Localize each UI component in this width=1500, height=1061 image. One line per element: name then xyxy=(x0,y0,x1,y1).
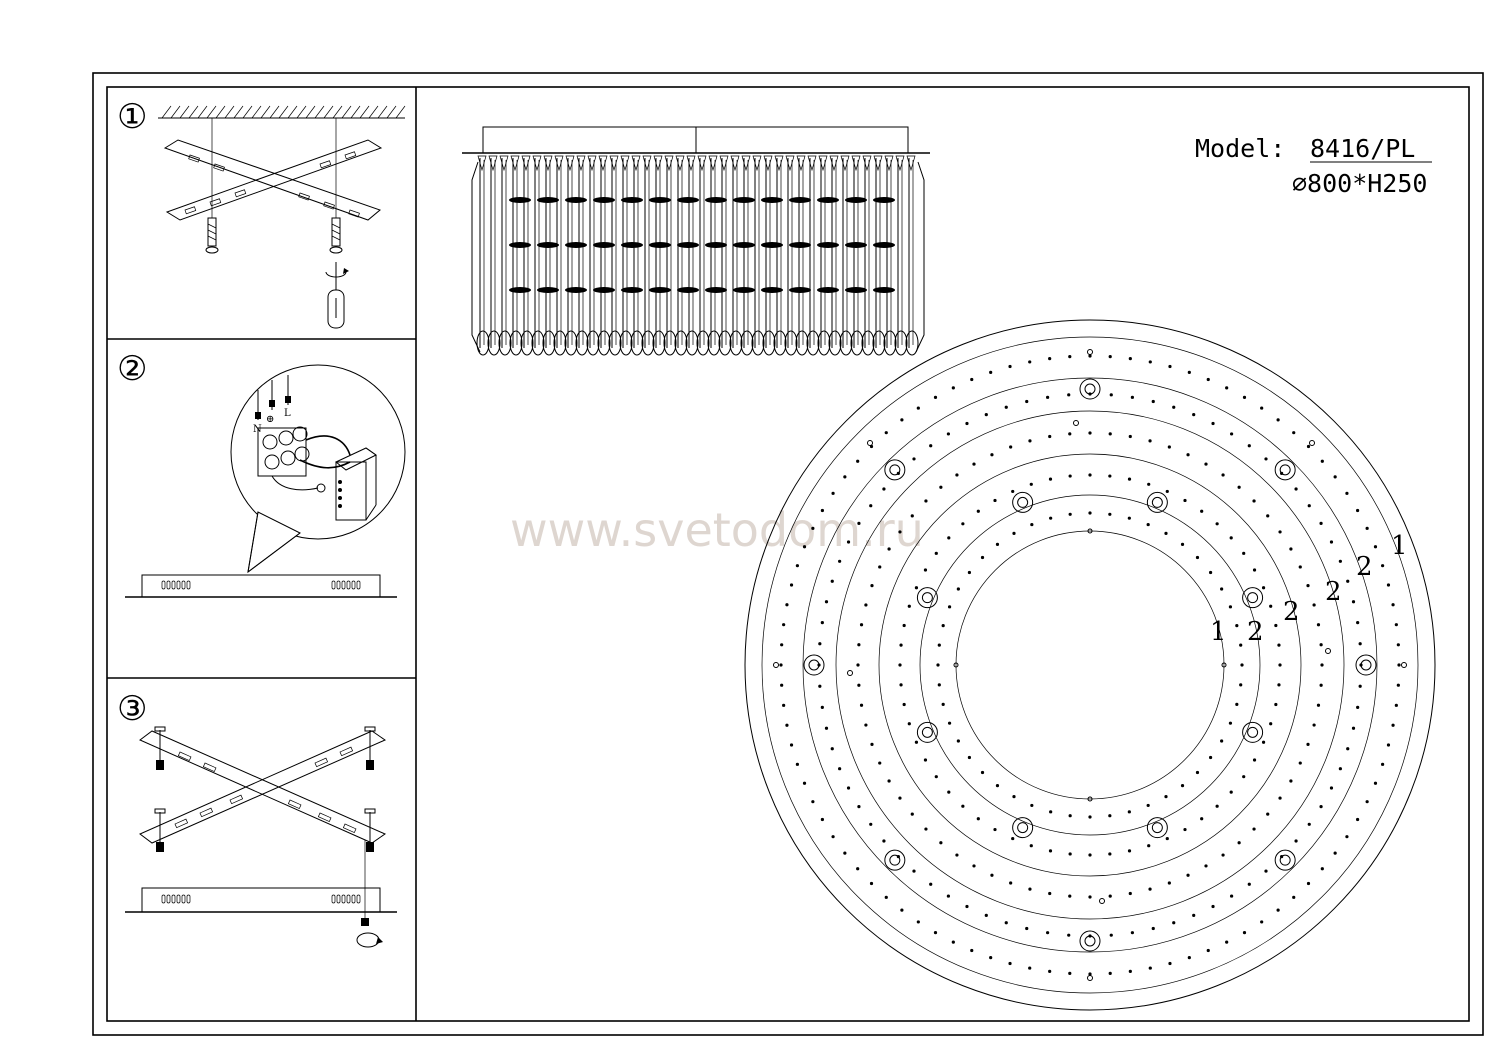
ceiling-hatch xyxy=(161,105,406,119)
screwdriver-icon xyxy=(325,262,349,329)
ring-number-2: 2 xyxy=(1247,617,1264,647)
step-1-illustration xyxy=(158,105,406,329)
canopy-plate xyxy=(141,574,381,598)
bracket-bar-d xyxy=(139,730,387,844)
bracket-bar-a xyxy=(163,139,382,221)
wire-live-label: L xyxy=(284,408,291,419)
inner-frame xyxy=(106,86,1470,1022)
plate-outer-ring xyxy=(744,319,1436,1011)
plate-inner-ring xyxy=(955,530,1225,800)
step-3-number: ③ xyxy=(117,689,147,729)
model-label: Model: xyxy=(1195,134,1285,163)
ring-number-4: 2 xyxy=(1325,577,1342,607)
bracket-bar-b xyxy=(165,139,383,221)
chandelier-side-view xyxy=(462,126,930,356)
bracket-bar-c xyxy=(139,730,387,844)
outer-frame xyxy=(92,72,1484,1036)
step-3-illustration xyxy=(125,726,397,948)
ring-number-6: 1 xyxy=(1391,531,1408,561)
mounting-plate-top-view xyxy=(744,319,1436,1011)
ring-number-5: 2 xyxy=(1356,552,1373,582)
terminal-block xyxy=(257,426,310,477)
plate-ring-4 xyxy=(835,410,1345,920)
ring-number-3: 2 xyxy=(1283,597,1300,627)
wiring-callout-circle xyxy=(230,364,406,540)
screw-left-icon xyxy=(205,217,219,254)
plate-ring-5 xyxy=(878,453,1302,877)
canopy-plate-3 xyxy=(141,887,381,913)
watermark: www.svetodom.ru xyxy=(510,503,924,557)
plate-ring-6 xyxy=(919,494,1261,836)
plate-ring-3 xyxy=(802,377,1378,953)
step-2-number: ② xyxy=(117,349,147,389)
plate-ring-2 xyxy=(761,336,1419,994)
model-dimensions: ⌀800*H250 xyxy=(1292,169,1427,198)
driver-box xyxy=(335,447,377,521)
step-2-illustration: N ⊕ L xyxy=(125,364,406,598)
ring-number-1: 1 xyxy=(1210,617,1227,647)
wire-earth-label: ⊕ xyxy=(266,414,274,425)
screw-right-icon xyxy=(329,217,343,254)
model-code: 8416/PL xyxy=(1310,134,1415,163)
bracket-slots xyxy=(184,151,360,218)
cap-nut-icon xyxy=(361,918,369,926)
step-1-number: ① xyxy=(117,97,147,137)
callout-pointer xyxy=(247,511,301,574)
rotate-arrow-icon xyxy=(356,932,380,948)
